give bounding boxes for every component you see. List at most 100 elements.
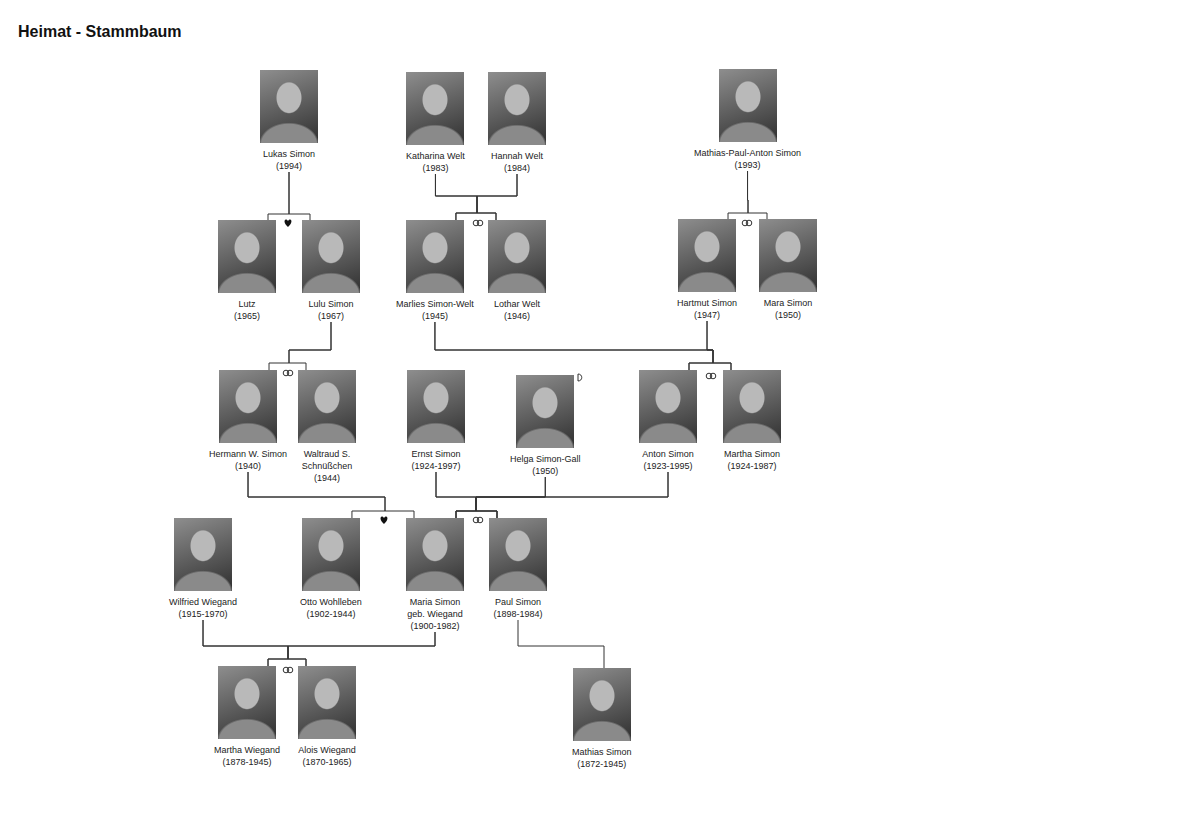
portrait-photo bbox=[219, 370, 277, 443]
person-name: Waltraud S. Schnüßchen bbox=[296, 448, 358, 472]
page-title: Heimat - Stammbaum bbox=[18, 23, 182, 41]
person-name: Lulu Simon bbox=[308, 298, 353, 310]
person-node: Hartmut Simon(1947) bbox=[677, 219, 737, 321]
person-node: Mathias Simon(1872-1945) bbox=[572, 668, 632, 770]
portrait-photo bbox=[723, 370, 781, 443]
descent-line bbox=[288, 632, 435, 666]
person-name: Helga Simon-Gall bbox=[510, 453, 581, 465]
descent-line bbox=[456, 174, 517, 220]
life-years: (1965) bbox=[234, 310, 260, 322]
descent-line bbox=[435, 322, 731, 370]
descent-line bbox=[248, 472, 414, 518]
person-node: Wilfried Wiegand(1915-1970) bbox=[169, 518, 237, 620]
descent-line bbox=[435, 322, 713, 370]
life-years: (1993) bbox=[735, 159, 761, 171]
life-years: (1984) bbox=[504, 162, 530, 174]
person-node: Hermann W. Simon(1940) bbox=[209, 370, 287, 472]
person-name: Anton Simon bbox=[642, 448, 694, 460]
life-years: (1944) bbox=[314, 472, 340, 484]
person-name: Lutz bbox=[238, 298, 255, 310]
life-years: (1898-1984) bbox=[493, 608, 542, 620]
marriage-rings bbox=[706, 373, 716, 379]
person-node: Mathias-Paul-Anton Simon(1993) bbox=[694, 69, 801, 171]
descent-line bbox=[268, 632, 435, 666]
descent-line bbox=[728, 171, 748, 219]
portrait-photo bbox=[406, 220, 464, 293]
person-node: Lukas Simon(1994) bbox=[260, 70, 318, 172]
person-node: Alois Wiegand(1870-1965) bbox=[298, 666, 356, 768]
person-name: Maria Simon geb. Wiegand bbox=[404, 596, 466, 620]
person-name: Mathias-Paul-Anton Simon bbox=[694, 147, 801, 159]
person-name: Martha Simon bbox=[724, 448, 780, 460]
person-node: Lulu Simon(1967) bbox=[302, 220, 360, 322]
marriage-rings bbox=[283, 370, 293, 376]
life-years: (1946) bbox=[504, 310, 530, 322]
life-years: (1902-1944) bbox=[306, 608, 355, 620]
descent-line bbox=[269, 322, 331, 370]
life-years: (1900-1982) bbox=[410, 620, 459, 632]
person-name: Mara Simon bbox=[764, 297, 813, 309]
descent-line bbox=[456, 472, 668, 518]
portrait-photo bbox=[302, 518, 360, 591]
divorce-mark bbox=[578, 374, 582, 381]
person-node: Martha Simon(1924-1987) bbox=[723, 370, 781, 472]
partner-heart bbox=[285, 220, 292, 227]
portrait-photo bbox=[488, 220, 546, 293]
portrait-photo bbox=[489, 518, 547, 591]
life-years: (1924-1997) bbox=[411, 460, 460, 472]
person-node: Lutz(1965) bbox=[218, 220, 276, 322]
person-name: Hartmut Simon bbox=[677, 297, 737, 309]
person-node: Otto Wohlleben(1902-1944) bbox=[300, 518, 362, 620]
person-name: Lothar Welt bbox=[494, 298, 540, 310]
portrait-photo bbox=[759, 219, 817, 292]
portrait-photo bbox=[260, 70, 318, 143]
descent-line bbox=[248, 472, 385, 518]
life-years: (1870-1965) bbox=[302, 756, 351, 768]
person-name: Martha Wiegand bbox=[214, 744, 280, 756]
person-name: Marlies Simon-Welt bbox=[396, 298, 474, 310]
descent-line bbox=[289, 322, 331, 370]
portrait-photo bbox=[174, 518, 232, 591]
portrait-photo bbox=[298, 370, 356, 443]
descent-line bbox=[477, 174, 517, 220]
person-node: Waltraud S. Schnüßchen(1944) bbox=[296, 370, 358, 484]
life-years: (1924-1987) bbox=[727, 460, 776, 472]
life-years: (1915-1970) bbox=[178, 608, 227, 620]
person-name: Mathias Simon bbox=[572, 746, 632, 758]
descent-line bbox=[707, 321, 731, 370]
descent-line bbox=[748, 171, 767, 219]
portrait-photo bbox=[678, 219, 736, 292]
marriage-rings bbox=[473, 517, 483, 523]
person-name: Paul Simon bbox=[495, 596, 541, 608]
portrait-photo bbox=[218, 666, 276, 739]
person-node: Ernst Simon(1924-1997) bbox=[407, 370, 465, 472]
person-name: Wilfried Wiegand bbox=[169, 596, 237, 608]
person-name: Hermann W. Simon bbox=[209, 448, 287, 460]
person-node: Katharina Welt(1983) bbox=[406, 72, 465, 174]
life-years: (1945) bbox=[422, 310, 448, 322]
portrait-photo bbox=[573, 668, 631, 741]
life-years: (1950) bbox=[532, 465, 558, 477]
person-node: Marlies Simon-Welt(1945) bbox=[396, 220, 474, 322]
life-years: (1872-1945) bbox=[577, 758, 626, 770]
person-node: Hannah Welt(1984) bbox=[488, 72, 546, 174]
life-years: (1940) bbox=[235, 460, 261, 472]
person-node: Lothar Welt(1946) bbox=[488, 220, 546, 322]
portrait-photo bbox=[488, 72, 546, 145]
marriage-rings bbox=[473, 220, 483, 226]
portrait-photo bbox=[719, 69, 777, 142]
person-node: Maria Simon geb. Wiegand(1900-1982) bbox=[404, 518, 466, 632]
portrait-photo bbox=[639, 370, 697, 443]
person-node: Paul Simon(1898-1984) bbox=[489, 518, 547, 620]
life-years: (1994) bbox=[276, 160, 302, 172]
marriage-rings bbox=[742, 220, 752, 226]
descent-line bbox=[289, 172, 310, 220]
portrait-photo bbox=[406, 518, 464, 591]
portrait-photo bbox=[298, 666, 356, 739]
portrait-photo bbox=[407, 370, 465, 443]
person-name: Otto Wohlleben bbox=[300, 596, 362, 608]
descent-line bbox=[689, 321, 713, 370]
portrait-photo bbox=[516, 375, 574, 448]
person-name: Alois Wiegand bbox=[298, 744, 356, 756]
life-years: (1878-1945) bbox=[223, 756, 272, 768]
